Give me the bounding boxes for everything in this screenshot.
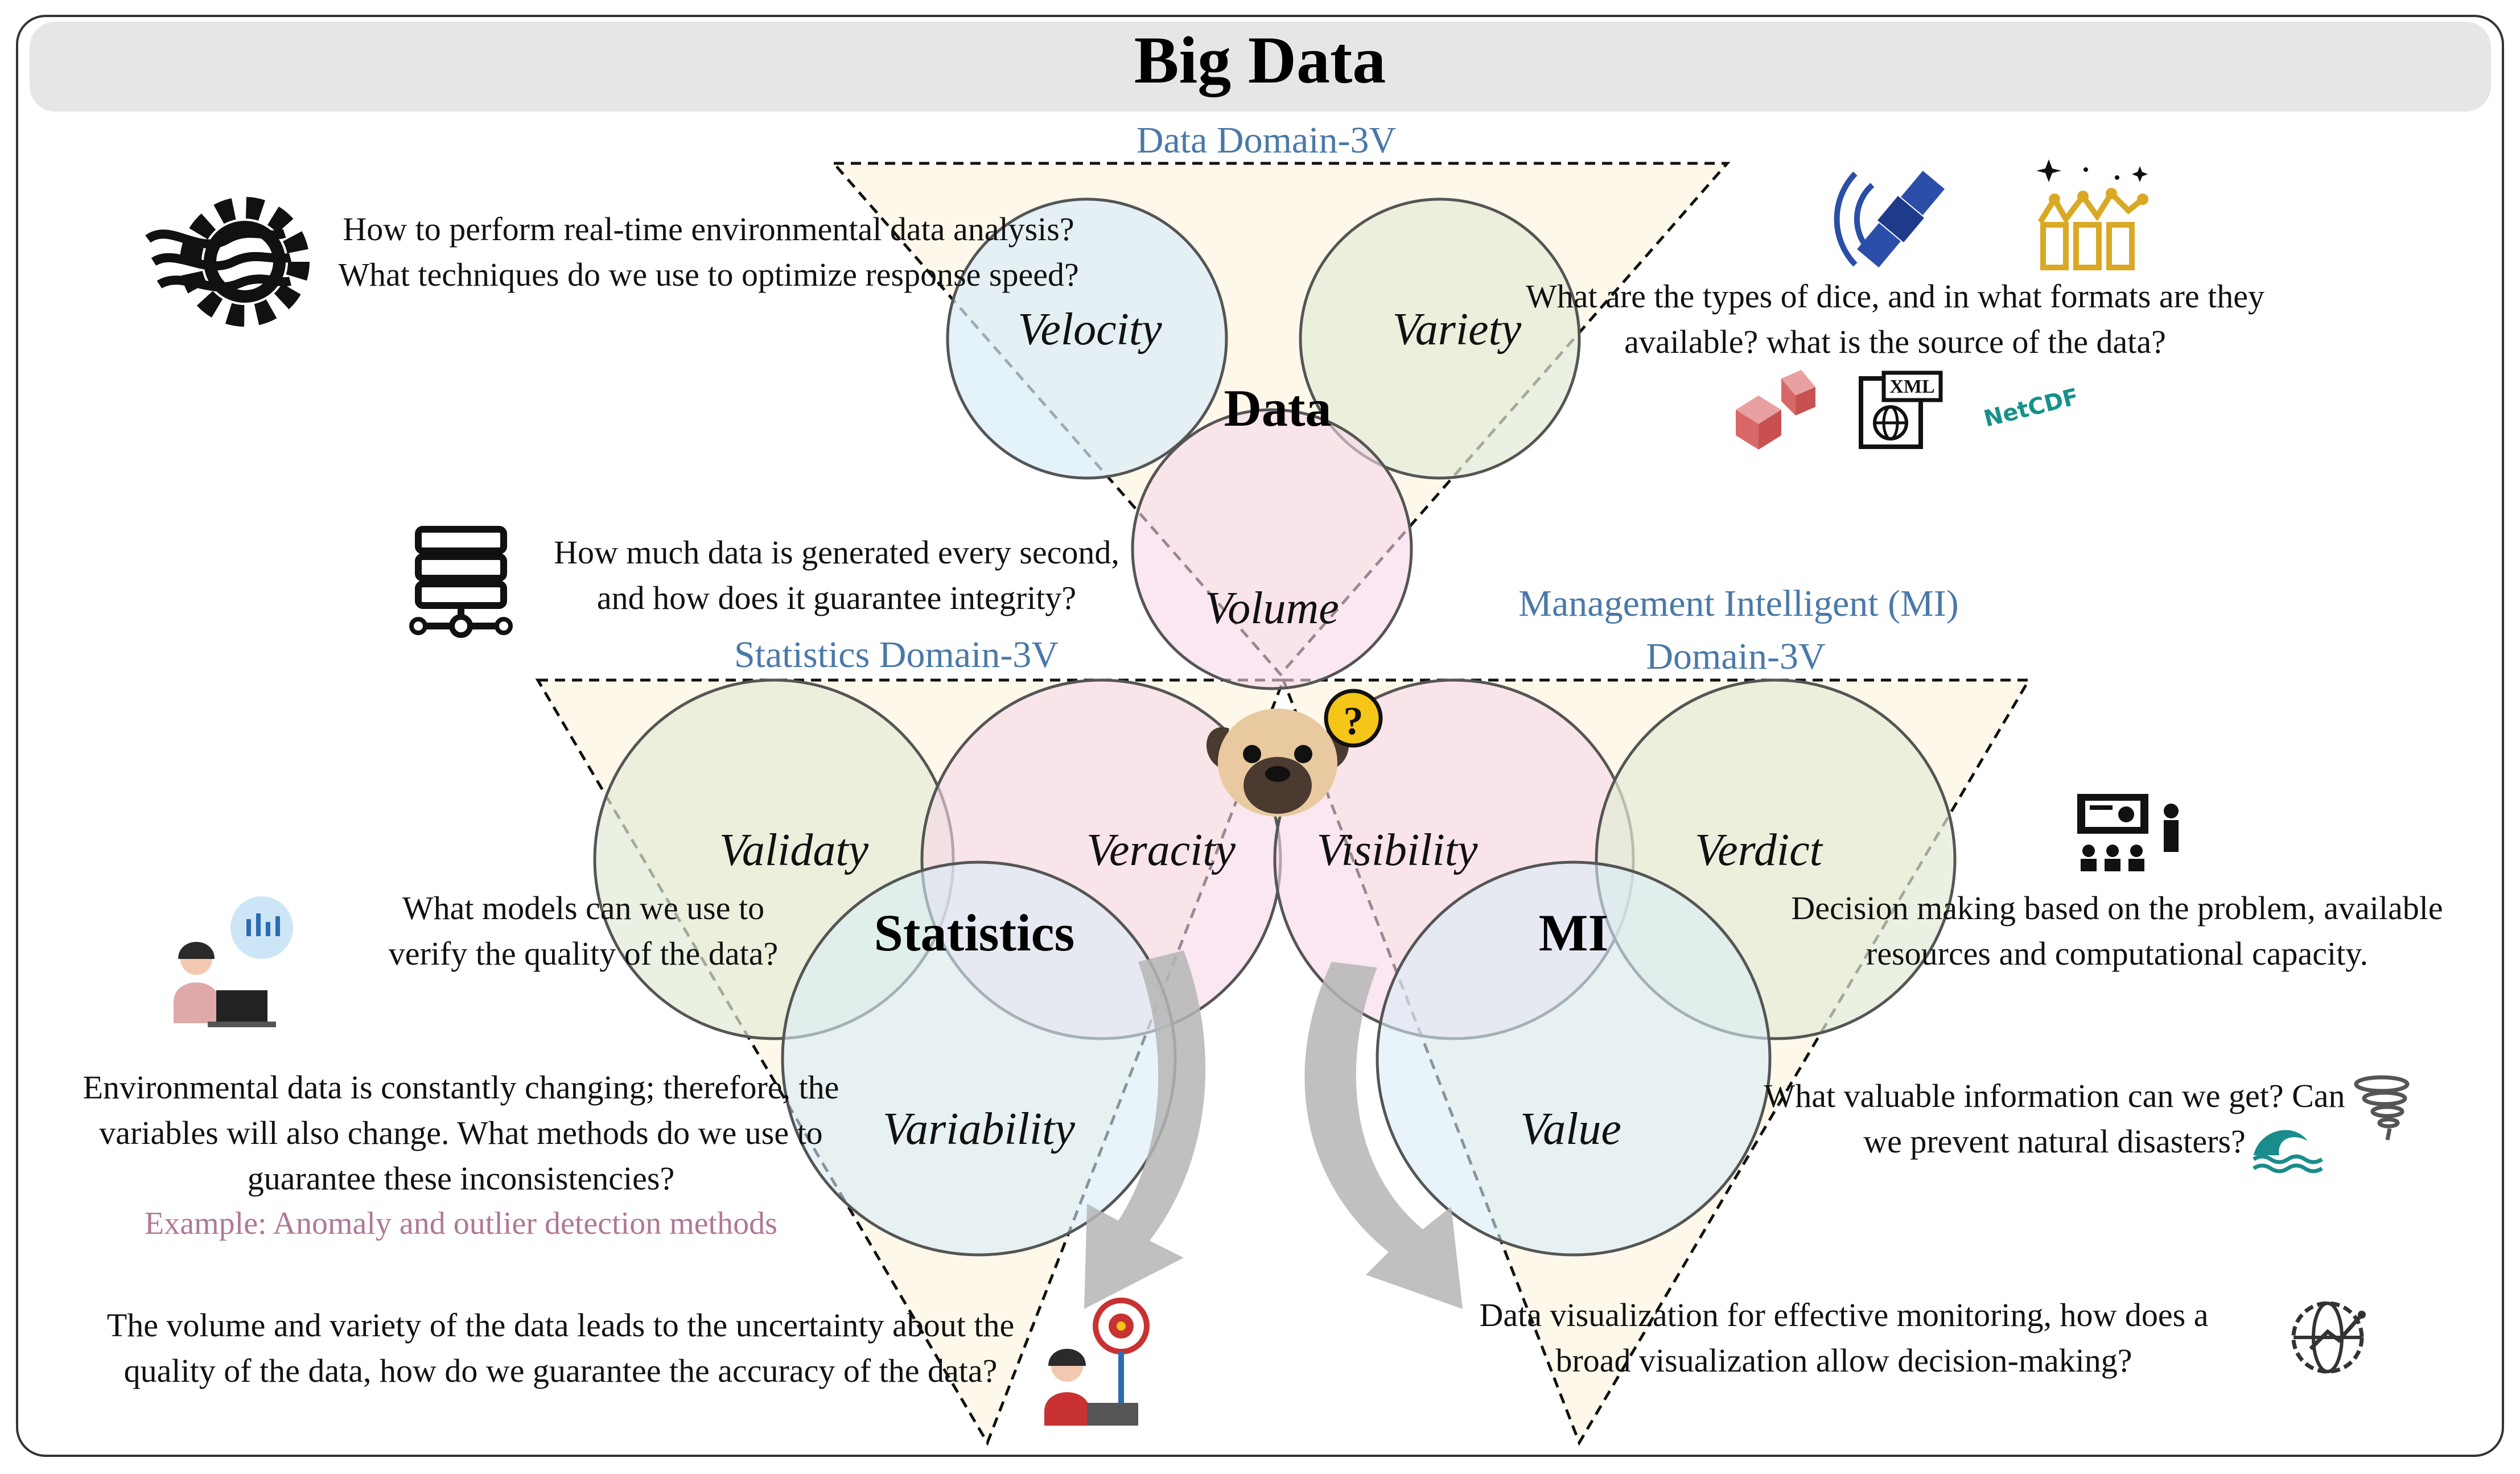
- statistics-core-label: Statistics: [874, 904, 1075, 962]
- satellite-icon: [1834, 170, 1945, 268]
- visibility-question-line1: Data visualization for effective monitor…: [1480, 1296, 2209, 1333]
- velocity-question-line2: What techniques do we use to optimize re…: [338, 256, 1078, 293]
- validaty-question-line2: verify the quality of the data?: [389, 935, 778, 972]
- data-domain-label: Data Domain-3V: [1137, 120, 1396, 161]
- statistics-venn: [593, 678, 1282, 1257]
- validaty-question-line1: What models can we use to: [402, 890, 764, 927]
- question-mark-glyph: ?: [1344, 699, 1364, 743]
- value-question-line2: we prevent natural disasters?: [1863, 1123, 2246, 1160]
- mi-domain-label-line2: Domain-3V: [1646, 636, 1825, 677]
- variability-label: Variability: [883, 1104, 1075, 1154]
- volume-question-line2: and how does it guarantee integrity?: [597, 579, 1076, 616]
- verdict-question-line1: Decision making based on the problem, av…: [1791, 890, 2443, 927]
- value-circle: [1376, 860, 1772, 1257]
- velocity-circle: [946, 197, 1228, 480]
- pug-dog-icon: [1206, 709, 1349, 817]
- velocity-question-line1: How to perform real-time environmental d…: [343, 211, 1074, 248]
- data-core-label: Data: [1224, 379, 1331, 437]
- mi-domain-label-line1: Management Intelligent (MI): [1518, 583, 1958, 624]
- dice-icon: [1736, 370, 1815, 450]
- mi-curved-arrow: [1304, 962, 1463, 1309]
- visibility-label: Visibility: [1317, 825, 1478, 875]
- tornado-icon: [2354, 1075, 2410, 1141]
- verdict-label: Verdict: [1695, 825, 1823, 875]
- presentation-meeting-icon: [2077, 794, 2179, 871]
- statistics-curved-arrow: [1084, 950, 1206, 1309]
- volume-label: Volume: [1205, 583, 1339, 633]
- volume-question-line1: How much data is generated every second,: [554, 534, 1119, 571]
- xml-label: XML: [1889, 376, 1934, 397]
- variability-question-line1: Environmental data is constantly changin…: [83, 1069, 839, 1106]
- variety-label: Variety: [1393, 304, 1522, 355]
- volume-circle: [1131, 408, 1413, 690]
- variety-circle: [1299, 197, 1581, 480]
- variety-question-line1: What are the types of dice, and in what …: [1526, 278, 2264, 315]
- data-venn: [946, 197, 1581, 690]
- velocity-label: Velocity: [1018, 304, 1162, 355]
- veracity-label: Veracity: [1086, 825, 1236, 875]
- gear-wind-icon: [145, 197, 310, 327]
- variety-question-line2: available? what is the source of the dat…: [1624, 323, 2166, 360]
- title-bar: [30, 22, 2491, 112]
- verdict-question-line2: resources and computational capacity.: [1866, 935, 2368, 972]
- variability-example: Example: Anomaly and outlier detection m…: [145, 1206, 777, 1241]
- xml-file-icon: XML: [1859, 370, 1943, 449]
- value-label: Value: [1520, 1104, 1621, 1154]
- wave-tsunami-icon: [2253, 1130, 2323, 1174]
- variability-question-line2: variables will also change. What methods…: [99, 1114, 822, 1151]
- veracity-question-line2: quality of the data, how do we guarantee…: [124, 1352, 998, 1389]
- statistics-domain-label: Statistics Domain-3V: [734, 634, 1059, 676]
- mi-core-label: MI: [1539, 904, 1609, 962]
- analyst-headset-icon: [174, 896, 293, 1027]
- diagram-title: Big Data: [1134, 23, 1386, 97]
- server-database-icon: [409, 526, 513, 638]
- sparkle-city-icon: [2036, 159, 2148, 270]
- question-mark-bubble-icon: ?: [1324, 689, 1383, 748]
- visibility-question-line2: broad visualization allow decision-makin…: [1555, 1342, 2132, 1379]
- mi-venn: [1273, 678, 1957, 1257]
- value-question-line1: What valuable information can we get? Ca…: [1764, 1077, 2345, 1114]
- variability-question-line3: guarantee these inconsistencies?: [248, 1160, 674, 1197]
- validaty-label: Validaty: [719, 825, 869, 875]
- globe-chart-icon: [2291, 1301, 2366, 1374]
- veracity-question-line1: The volume and variety of the data leads…: [107, 1307, 1014, 1344]
- researcher-target-icon: [1044, 1298, 1150, 1426]
